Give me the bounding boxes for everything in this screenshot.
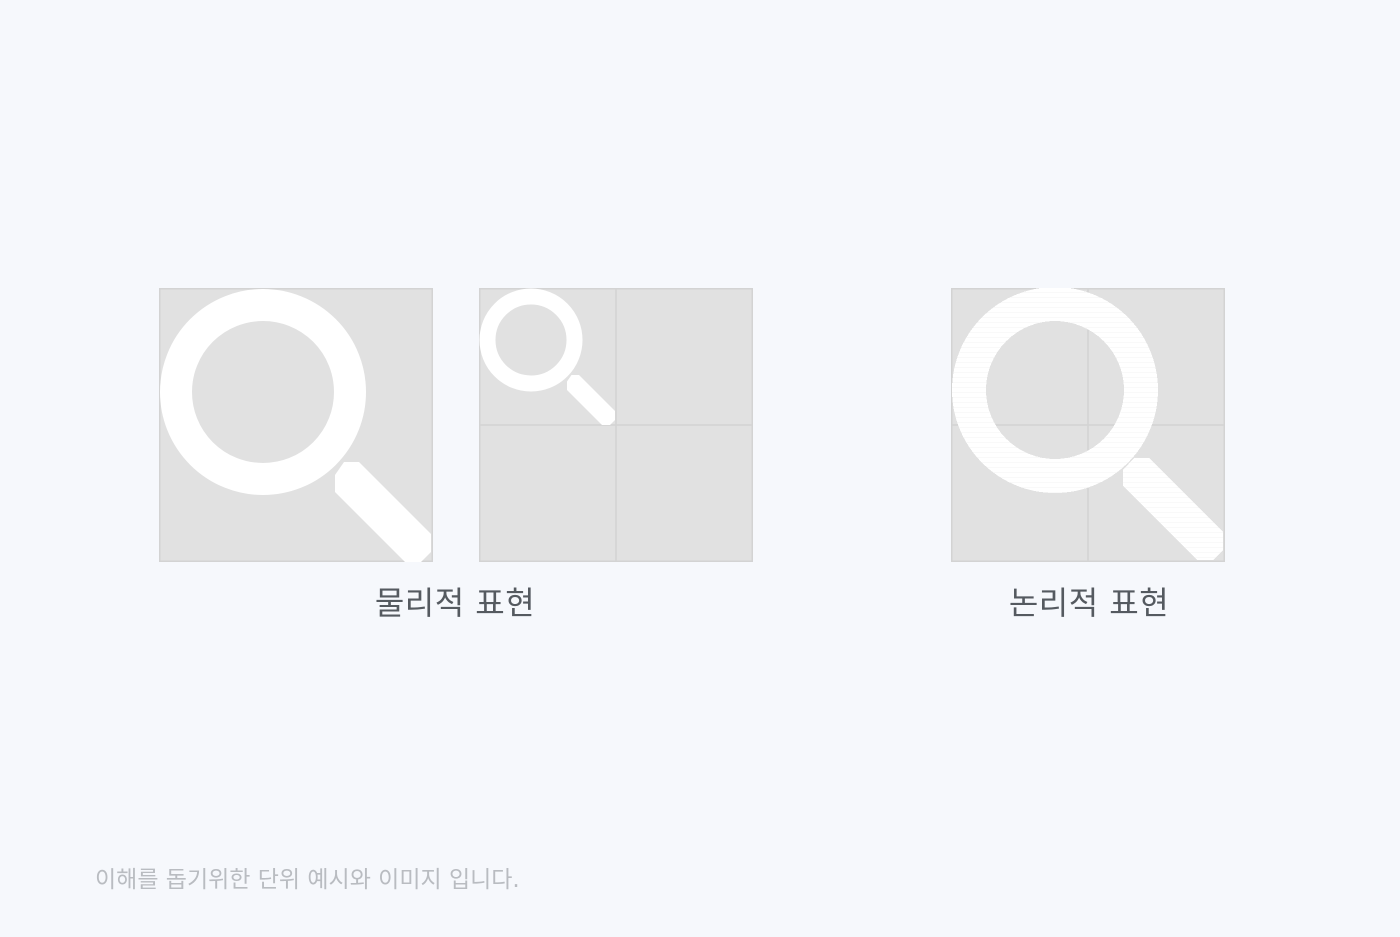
physical-single-tile	[159, 288, 433, 562]
magnifier-icon	[479, 288, 753, 562]
footnote: 이해를 돕기위한 단위 예시와 이미지 입니다.	[95, 867, 520, 893]
magnifier-icon	[159, 288, 433, 562]
physical-grid-tile	[479, 288, 753, 562]
logical-grid-tile	[951, 288, 1225, 562]
physical-representation-label: 물리적 표현	[374, 584, 536, 622]
logical-representation-label: 논리적 표현	[1008, 584, 1170, 622]
magnifier-icon	[951, 288, 1225, 562]
